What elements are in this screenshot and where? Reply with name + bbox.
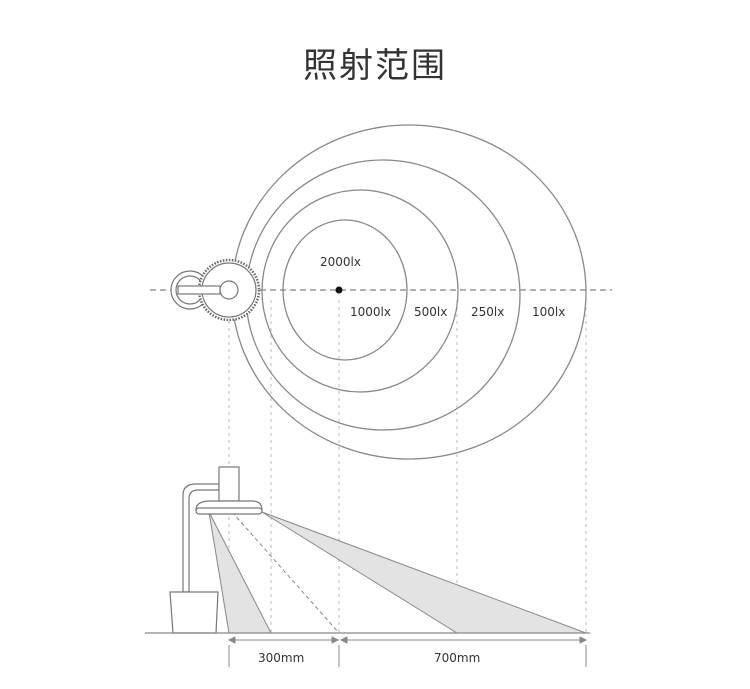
diagram-title: 照射范围 (303, 46, 447, 86)
dimension-lines (227, 636, 588, 667)
label-250lx: 250lx (471, 305, 504, 319)
label-100lx: 100lx (532, 305, 565, 319)
dimension-300mm: 300mm (258, 651, 304, 665)
ring-500lx (261, 189, 459, 393)
label-2000lx: 2000lx (320, 255, 361, 269)
label-1000lx: 1000lx (350, 305, 391, 319)
ring-1000lx (282, 219, 408, 361)
ring-100lx (231, 124, 587, 460)
lamp-top-view-icon (170, 258, 261, 322)
illuminance-rings (231, 124, 587, 460)
lamp-side-view-icon (169, 466, 263, 634)
dimension-700mm: 700mm (434, 651, 480, 665)
center-point (335, 286, 343, 294)
light-beams (208, 511, 587, 634)
label-500lx: 500lx (414, 305, 447, 319)
